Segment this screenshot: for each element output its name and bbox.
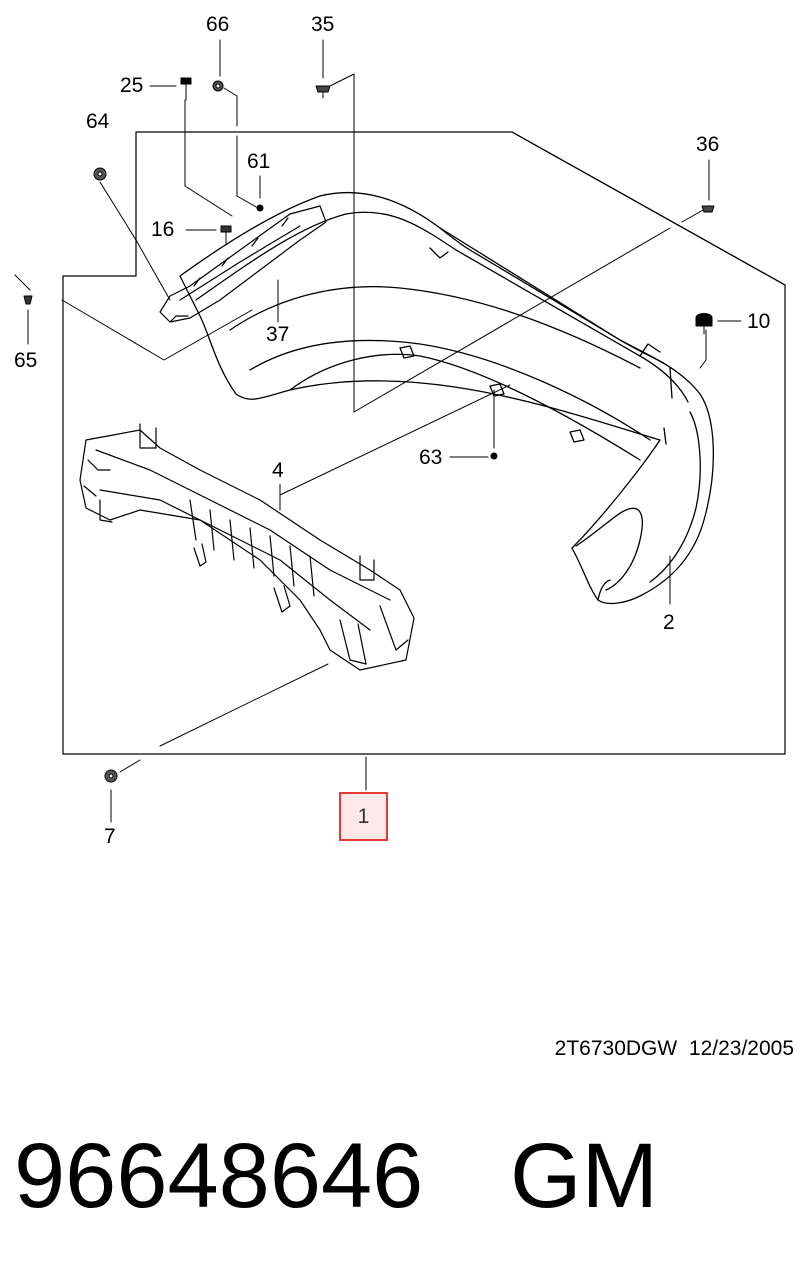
pushpin-10-icon (695, 313, 713, 335)
nut-66-icon (212, 80, 224, 92)
energy-absorber (79, 423, 415, 671)
callout-2: 2 (663, 611, 675, 634)
callout-7: 7 (104, 825, 116, 848)
exploded-parts-diagram (14, 39, 786, 823)
nut-7-icon (104, 769, 118, 783)
callout-10: 10 (747, 310, 771, 333)
callout-61: 61 (247, 150, 271, 173)
callout-64: 64 (86, 110, 110, 133)
frame-diagonal (511, 131, 786, 286)
callout-35: 35 (311, 13, 335, 36)
screw-36-icon (701, 205, 715, 213)
bolt-25-icon (180, 77, 192, 101)
screw-16-icon (220, 225, 232, 245)
nut-64-icon (93, 167, 107, 181)
callout-25: 25 (120, 74, 144, 97)
highlighted-callout-1[interactable]: 1 (339, 792, 388, 841)
drawing-date: 12/23/2005 (688, 1037, 794, 1060)
fastener-icons (23, 77, 715, 783)
screw-63-icon (490, 452, 498, 460)
callout-65: 65 (14, 349, 38, 372)
part-number: 96648646 (14, 1125, 424, 1227)
side-bracket (159, 205, 327, 323)
brand-name: GM (510, 1125, 659, 1227)
clip-65-icon (23, 295, 33, 305)
screw-35-icon (315, 85, 331, 99)
clip-61-icon (256, 204, 264, 212)
callout-66: 66 (206, 13, 230, 36)
callout-1-label: 1 (357, 804, 370, 828)
bumper-fascia (179, 191, 714, 605)
callout-4: 4 (272, 459, 284, 482)
callout-37: 37 (266, 323, 290, 346)
callout-36: 36 (696, 133, 720, 156)
callout-16: 16 (151, 218, 175, 241)
callout-63: 63 (419, 446, 443, 469)
drawing-code: 2T6730DGW (554, 1037, 678, 1060)
drawing-code-line: 2T6730DGW 12/23/2005 (555, 1037, 794, 1061)
